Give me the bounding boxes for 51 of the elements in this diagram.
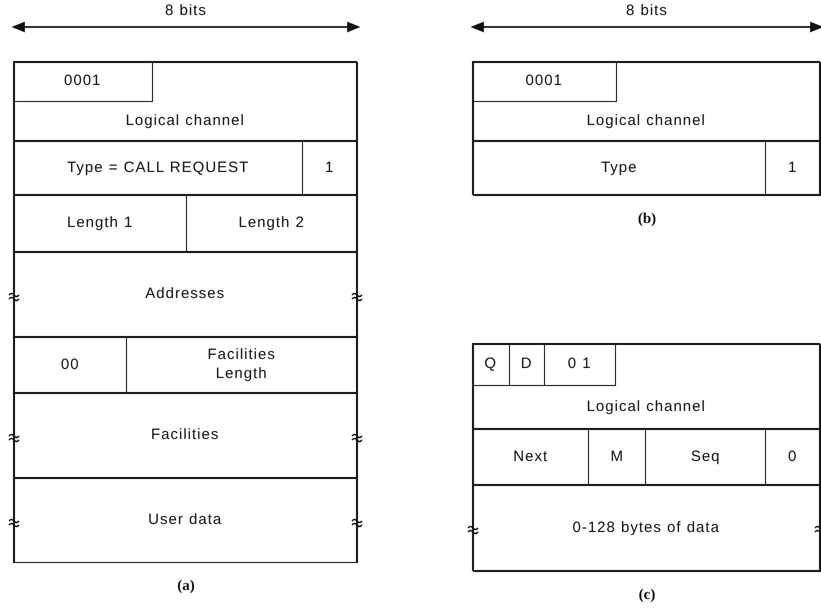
field-cell [13,393,358,478]
field-label: 1 [325,158,334,178]
field-cell [472,485,820,572]
figure-caption: (c) [638,587,656,604]
field-label: Facilities Length [206,346,277,384]
field-label: Facilities [151,426,220,446]
field-cell [13,61,358,142]
field-label: Logical channel [586,398,706,418]
field-cell [13,252,358,338]
figure-caption: (b) [638,211,656,228]
field-cell [302,141,358,196]
field-label: D [520,354,533,374]
field-cell [472,343,820,430]
field-label: 0001 [526,72,563,91]
field-cell [544,342,616,386]
field-label: Type [600,158,638,178]
field-cell [13,141,304,196]
field-cell [588,429,646,486]
field-label: 1 [788,158,798,178]
field-label: Seq [690,448,721,467]
field-cell [13,337,128,394]
field-label: 0-128 bytes of data [572,518,720,538]
field-label: M [610,448,624,467]
field-label: Addresses [145,285,226,304]
field-label: Length 1 [67,214,134,234]
field-label: User data [148,511,222,530]
field-label: Length 2 [238,214,305,234]
field-cell [186,195,358,252]
field-cell [13,478,358,564]
field-cell [472,60,617,102]
field-label: Type = CALL REQUEST [67,158,250,178]
field-cell [13,195,188,252]
field-label: Logical channel [586,112,706,132]
field-label: Q [484,354,498,374]
figure-caption: (a) [177,578,195,595]
field-cell [472,429,590,486]
field-cell [12,60,153,102]
field-label: 00 [60,356,80,375]
field-cell [645,429,766,486]
field-cell [126,337,358,394]
field-cell [765,141,820,196]
field-cell [472,141,766,196]
dimension-label: 8 bits [626,2,668,19]
field-label: Next [513,448,548,467]
field-label: Logical channel [126,112,245,132]
field-label: 0 1 [568,354,592,374]
field-label: 0 [788,448,798,467]
field-cell [472,61,820,142]
field-label: 0001 [64,72,102,91]
dimension-label: 8 bits [165,2,207,19]
field-cell [765,429,820,486]
